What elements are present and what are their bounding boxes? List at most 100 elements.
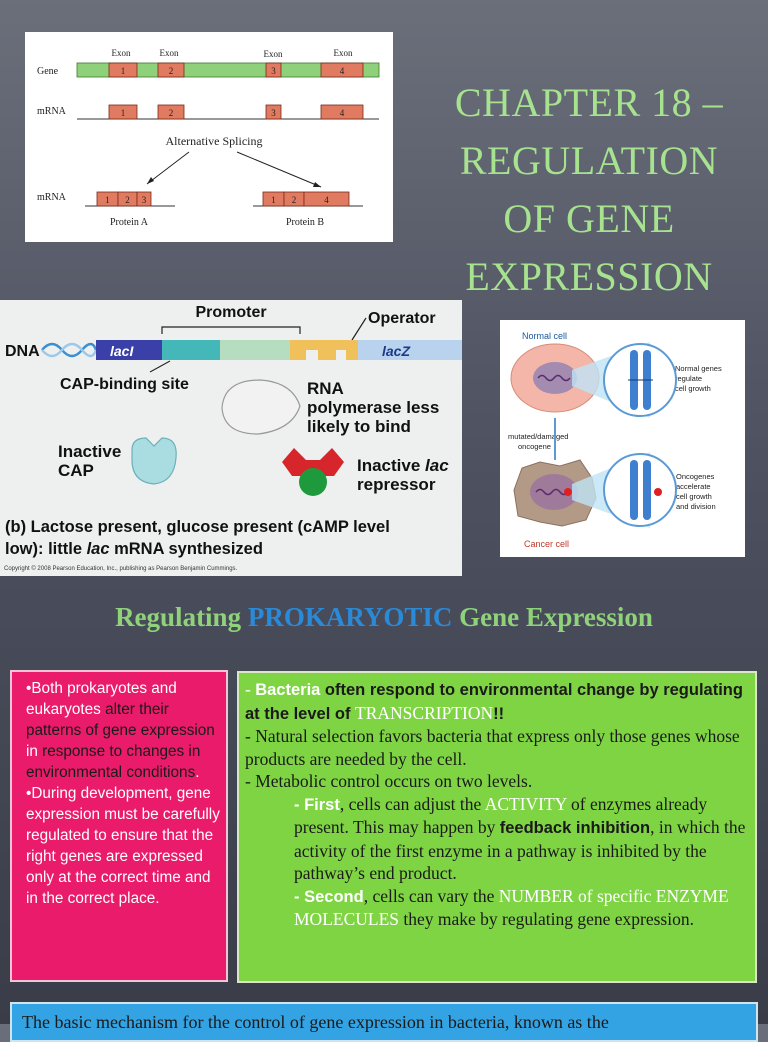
mrna-exon-num-2: 2 <box>169 108 174 118</box>
protein-a-num-3: 3 <box>142 195 147 205</box>
dna-helix-b <box>41 342 98 358</box>
cancer-chromosome-1 <box>630 460 638 520</box>
protein-a-label: Protein A <box>110 217 149 228</box>
cap-site-segment <box>162 340 220 360</box>
gene-exon-1 <box>108 62 138 78</box>
oncogenes-line-4: and division <box>676 502 716 511</box>
cap-site-pointer <box>149 360 171 373</box>
cancer-cell-label: Cancer cell <box>524 539 569 549</box>
gene-exon-num-2: 2 <box>169 66 174 76</box>
lacz-segment <box>358 340 462 360</box>
caption-line-1: (b) Lactose present, glucose present (cA… <box>5 518 390 536</box>
subtitle-highlight: PROKARYOTIC <box>247 602 453 632</box>
laci-label: lacI <box>110 343 134 359</box>
rna-polymerase-shape <box>221 379 301 435</box>
inactive-cap-shape <box>131 437 177 485</box>
gene-bar <box>76 62 380 78</box>
title-line-3: OF GENE <box>503 196 675 241</box>
mrna-exon-num-3: 3 <box>271 108 276 118</box>
gene-row-label: Gene <box>37 66 59 77</box>
dna-helix-a <box>41 342 98 358</box>
repressor-shape <box>282 448 344 476</box>
promoter-label: Promoter <box>195 304 266 321</box>
exon-label-1: Exon <box>112 48 131 58</box>
pink-text-box: •Both prokaryotes and eukaryotes alter t… <box>10 670 228 982</box>
normal-genes-line-3: cell growth <box>675 384 711 393</box>
title-line-1: CHAPTER 18 – <box>454 80 724 125</box>
inactive-cap-line-1: Inactive <box>58 442 121 461</box>
normal-dna-squiggle <box>537 374 571 382</box>
green-line-1: - Bacteria often respond to environmenta… <box>245 679 743 723</box>
protein-b-label: Protein B <box>286 217 324 228</box>
normal-nucleus-shape <box>533 362 577 394</box>
alternative-splicing-label: Alternative Splicing <box>166 134 263 148</box>
protein-a-num-1: 1 <box>105 195 110 205</box>
oncogene-diagram: Normal cell Normal genes regulate cell g… <box>508 331 722 549</box>
title-line-4: EXPRESSION <box>465 254 713 299</box>
exon-label-2: Exon <box>160 48 179 58</box>
gene-exon-3 <box>265 62 282 78</box>
splicing-diagram: Exon Exon Exon Exon Gene mRNA mRNA 1 2 3… <box>37 48 380 228</box>
inactive-cap-line-2: CAP <box>58 461 94 480</box>
cap-site-label: CAP-binding site <box>60 376 189 393</box>
subtitle-pre: Regulating <box>115 602 248 632</box>
oncogenes-line-2: accelerate <box>676 482 711 491</box>
operator-pointer <box>351 317 367 341</box>
exon-label-3: Exon <box>264 49 283 59</box>
cancer-chromosome-2 <box>643 460 651 520</box>
normal-genes-line-2: regulate <box>675 374 702 383</box>
pink-paragraph-2: •During development, gene expression mus… <box>26 785 220 907</box>
operator-segment <box>290 340 358 360</box>
gene-exon-num-4: 4 <box>340 66 345 76</box>
alternative-splicing-figure: Exon Exon Exon Exon Gene mRNA mRNA 1 2 3… <box>25 32 393 242</box>
mrna-exon-2 <box>157 104 185 120</box>
exon-label-4: Exon <box>334 48 353 58</box>
cancer-dna-squiggle <box>535 488 569 496</box>
lac-operon-diagram: Promoter Operator DNA lacI lacZ CAP-bind… <box>4 304 462 572</box>
gene-exon-2 <box>157 62 185 78</box>
pink-paragraph-1: •Both prokaryotes and eukaryotes alter t… <box>26 680 215 781</box>
green-text-box: - Bacteria often respond to environmenta… <box>237 671 757 983</box>
promoter-segment <box>220 340 290 360</box>
protein-b-num-2: 2 <box>292 195 297 205</box>
green-line-3: - Metabolic control occurs on two levels… <box>245 771 533 791</box>
arrow-left-head <box>147 177 154 184</box>
protein-a-exon-3 <box>136 191 152 207</box>
mrna-spliced-label: mRNA <box>37 192 67 203</box>
gene-exon-num-3: 3 <box>271 66 276 76</box>
gene-exon-num-1: 1 <box>121 66 126 76</box>
blue-box-text: The basic mechanism for the control of g… <box>22 1012 609 1032</box>
rna-pol-line-2: polymerase less <box>307 398 439 417</box>
oncogene-figure: Normal cell Normal genes regulate cell g… <box>500 320 745 557</box>
oncogenes-line-1: Oncogenes <box>676 472 715 481</box>
section-subtitle: Regulating PROKARYOTIC Gene Expression <box>0 602 768 633</box>
mrna-row-label: mRNA <box>37 106 67 117</box>
protein-b-num-3: 4 <box>324 195 329 205</box>
laci-segment <box>96 340 162 360</box>
green-line-4: - First, cells can adjust the ACTIVITY o… <box>294 793 746 884</box>
blue-text-box: The basic mechanism for the control of g… <box>10 1002 758 1042</box>
normal-cell-label: Normal cell <box>522 331 567 341</box>
chapter-title: CHAPTER 18 – REGULATION OF GENE EXPRESSI… <box>410 74 768 306</box>
gene-exon-4 <box>320 62 364 78</box>
mutated-line-2: oncogene <box>518 442 551 451</box>
protein-a-num-2: 2 <box>125 195 130 205</box>
title-line-2: REGULATION <box>459 138 719 183</box>
cancer-nucleus-shape <box>530 474 578 510</box>
protein-b-exon-3 <box>303 191 350 207</box>
green-line-5: - Second, cells can vary the NUMBER of s… <box>294 885 729 930</box>
arrow-right-head <box>313 182 321 187</box>
caption-line-2: low): little lac mRNA synthesized <box>5 540 263 558</box>
mrna-exon-1 <box>108 104 138 120</box>
arrow-left <box>146 151 190 185</box>
copyright-text: Copyright © 2008 Pearson Education, Inc.… <box>4 565 238 572</box>
protein-b-num-1: 1 <box>271 195 276 205</box>
cancer-zoom-circle <box>603 453 677 527</box>
rna-pol-line-1: RNA <box>307 379 344 398</box>
promoter-bracket <box>161 326 301 334</box>
operator-label: Operator <box>368 310 436 327</box>
green-line-2: - Natural selection favors bacteria that… <box>245 726 740 769</box>
cancer-mutation-mark <box>564 488 572 496</box>
repressor-line-1: Inactive lac <box>357 456 449 475</box>
mutated-line-1: mutated/damaged <box>508 432 568 441</box>
